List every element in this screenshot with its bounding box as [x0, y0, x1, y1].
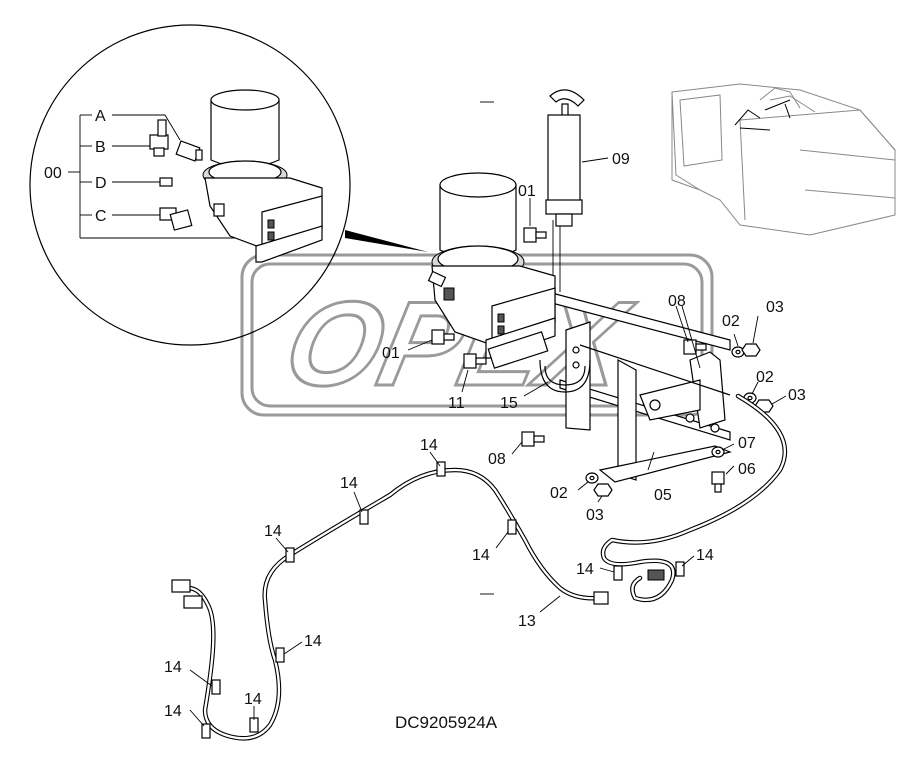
label-detail-a: A: [95, 108, 106, 125]
label-01-top: 01: [518, 183, 536, 200]
washer-07-icon: [711, 446, 725, 458]
label-08-b: 08: [488, 451, 506, 468]
label-03-a: 03: [766, 299, 784, 316]
label-06: 06: [738, 461, 756, 478]
label-03-b: 03: [788, 387, 806, 404]
label-detail-b: B: [95, 139, 106, 156]
label-14-4: 14: [472, 547, 490, 564]
label-08-a: 08: [668, 293, 686, 310]
label-14-6: 14: [696, 547, 714, 564]
label-assembly-00: 00: [44, 165, 62, 182]
hand-pump-icon: [545, 89, 585, 227]
nut-03-a-icon: [741, 343, 761, 357]
fitting-d-icon: [159, 177, 173, 187]
label-01-mid: 01: [382, 345, 400, 362]
label-02-b: 02: [756, 369, 774, 386]
grease-pump-icon: [427, 172, 556, 369]
label-15: 15: [500, 395, 518, 412]
detail-pump-icon: [202, 89, 323, 263]
washer-02-a-icon: [731, 346, 745, 358]
fitting-b-icon: [149, 119, 169, 157]
label-14-8: 14: [164, 659, 182, 676]
main-assembly: [407, 89, 787, 503]
label-02-a: 02: [722, 313, 740, 330]
bolt-08-upper-icon: [683, 339, 707, 355]
label-09: 09: [612, 151, 630, 168]
label-05: 05: [654, 487, 672, 504]
nut-03-c-icon: [593, 483, 613, 497]
fitting-c-icon: [159, 207, 193, 231]
mounting-bracket: [547, 220, 732, 483]
part-labels: 09 01 01 11 15 08 08 02 03 02 03 07 06 0…: [164, 151, 806, 720]
excavator-location-icon: [671, 83, 896, 236]
label-14-3: 14: [264, 523, 282, 540]
label-03-c: 03: [586, 507, 604, 524]
label-14-2: 14: [340, 475, 358, 492]
label-11: 11: [448, 395, 465, 412]
bolt-01-top-icon: [523, 227, 547, 243]
washer-02-c-icon: [585, 472, 599, 484]
label-14-5: 14: [576, 561, 594, 578]
label-07: 07: [738, 435, 756, 452]
label-14-10: 14: [244, 691, 262, 708]
bolt-06-icon: [711, 471, 725, 493]
label-14-9: 14: [164, 703, 182, 720]
bolt-08-lower-icon: [521, 431, 545, 447]
label-detail-d: D: [95, 175, 107, 192]
grease-hose-13: [171, 393, 788, 741]
drawing-code: DC9205924A: [395, 713, 498, 732]
bolt-11-icon: [463, 353, 487, 369]
label-detail-c: C: [95, 208, 107, 225]
clip-icon: [201, 461, 685, 739]
label-14-7: 14: [304, 633, 322, 650]
detail-circle: 00 A B D C: [29, 24, 428, 346]
label-02-c: 02: [550, 485, 568, 502]
bolt-01-mid-icon: [431, 329, 455, 345]
fitting-a-icon: [175, 140, 203, 162]
pipe-clamp-icon: [539, 359, 591, 393]
label-13: 13: [518, 613, 536, 630]
label-14-1: 14: [420, 437, 438, 454]
